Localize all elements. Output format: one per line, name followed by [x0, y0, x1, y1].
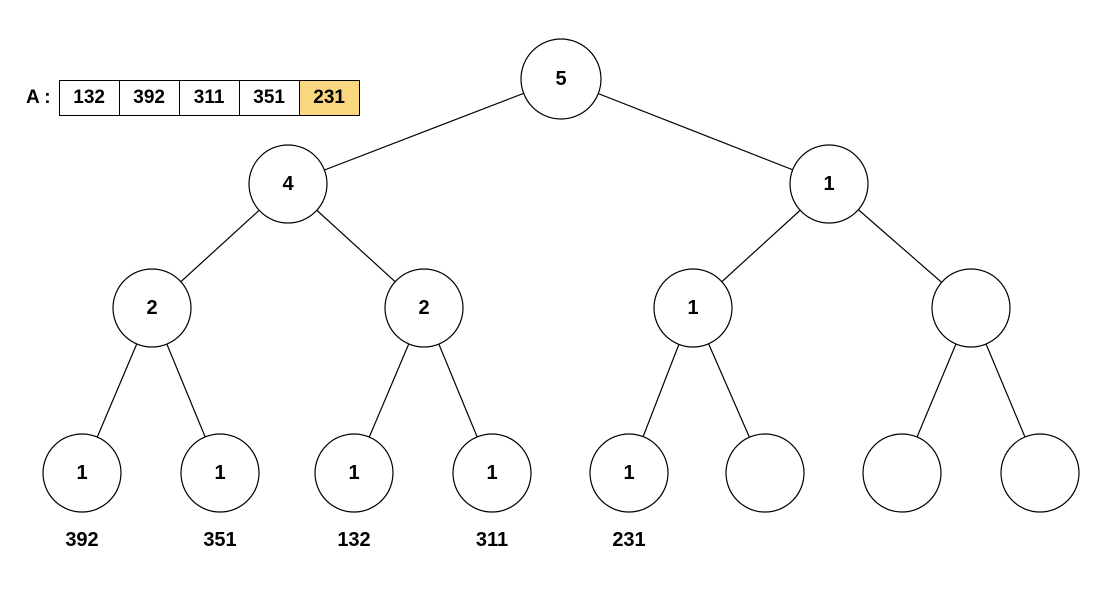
- tree-node-value: 2: [418, 297, 429, 319]
- tree-node-value: 1: [76, 462, 87, 484]
- array-cell-0: 132: [58, 80, 120, 116]
- tree-node-value: 1: [623, 462, 634, 484]
- tree-node-circle: [180, 433, 260, 513]
- leaf-caption: 392: [65, 529, 98, 551]
- tree-node-value: 2: [146, 297, 157, 319]
- tree-node-circle: [789, 144, 869, 224]
- tree-node-circle: [112, 268, 192, 348]
- tree-node-l7: [862, 433, 942, 513]
- tree-node-circle: [725, 433, 805, 513]
- array-cell-3: 351: [238, 80, 300, 116]
- tree-node-n1: 1: [789, 144, 869, 224]
- tree-node-value: 1: [348, 462, 359, 484]
- tree-node-l1: 1 392: [42, 433, 122, 551]
- tree-edge-root-n4: [287, 78, 562, 185]
- tree-node-l6: [725, 433, 805, 513]
- tree-node-value: 1: [687, 297, 698, 319]
- tree-node-l4: 1 311: [452, 433, 532, 551]
- tree-node-n4: 4: [248, 144, 328, 224]
- leaf-caption: 231: [612, 529, 645, 551]
- tree-node-circle: [520, 38, 602, 120]
- tree-node-circle: [589, 433, 669, 513]
- array-cell-1: 392: [118, 80, 180, 116]
- tree-node-n2b: 2: [384, 268, 464, 348]
- tree-node-circle: [42, 433, 122, 513]
- leaf-caption: 311: [476, 529, 508, 551]
- tree-node-n2a: 2: [112, 268, 192, 348]
- tree-node-circle: [653, 268, 733, 348]
- tree-node-l3: 1 132: [314, 433, 394, 551]
- tree-node-circle: [1000, 433, 1080, 513]
- tree-node-l5: 1 231: [589, 433, 669, 551]
- tree-node-value: 4: [282, 173, 294, 195]
- tree-node-value: 1: [823, 173, 834, 195]
- tree-node-nx: [931, 268, 1011, 348]
- tree-node-circle: [862, 433, 942, 513]
- tree-node-circle: [931, 268, 1011, 348]
- leaf-caption: 351: [203, 529, 236, 551]
- leaf-caption: 132: [337, 529, 370, 551]
- tree-node-circle: [248, 144, 328, 224]
- array-cell-4: 231: [298, 80, 360, 116]
- tree-node-l8: [1000, 433, 1080, 513]
- tree-node-value: 5: [555, 68, 566, 90]
- tree-node-value: 1: [486, 462, 497, 484]
- tree-node-circle: [384, 268, 464, 348]
- tree-edge-root-n1: [560, 78, 830, 185]
- tree-node-circle: [452, 433, 532, 513]
- tree-node-circle: [314, 433, 394, 513]
- tree-node-l2: 1 351: [180, 433, 260, 551]
- array-label: A :: [26, 87, 51, 108]
- tree-node-n1c: 1: [653, 268, 733, 348]
- array-cell-2: 311: [178, 80, 240, 116]
- tree-node-root: 5: [520, 38, 602, 120]
- tree-node-value: 1: [214, 462, 225, 484]
